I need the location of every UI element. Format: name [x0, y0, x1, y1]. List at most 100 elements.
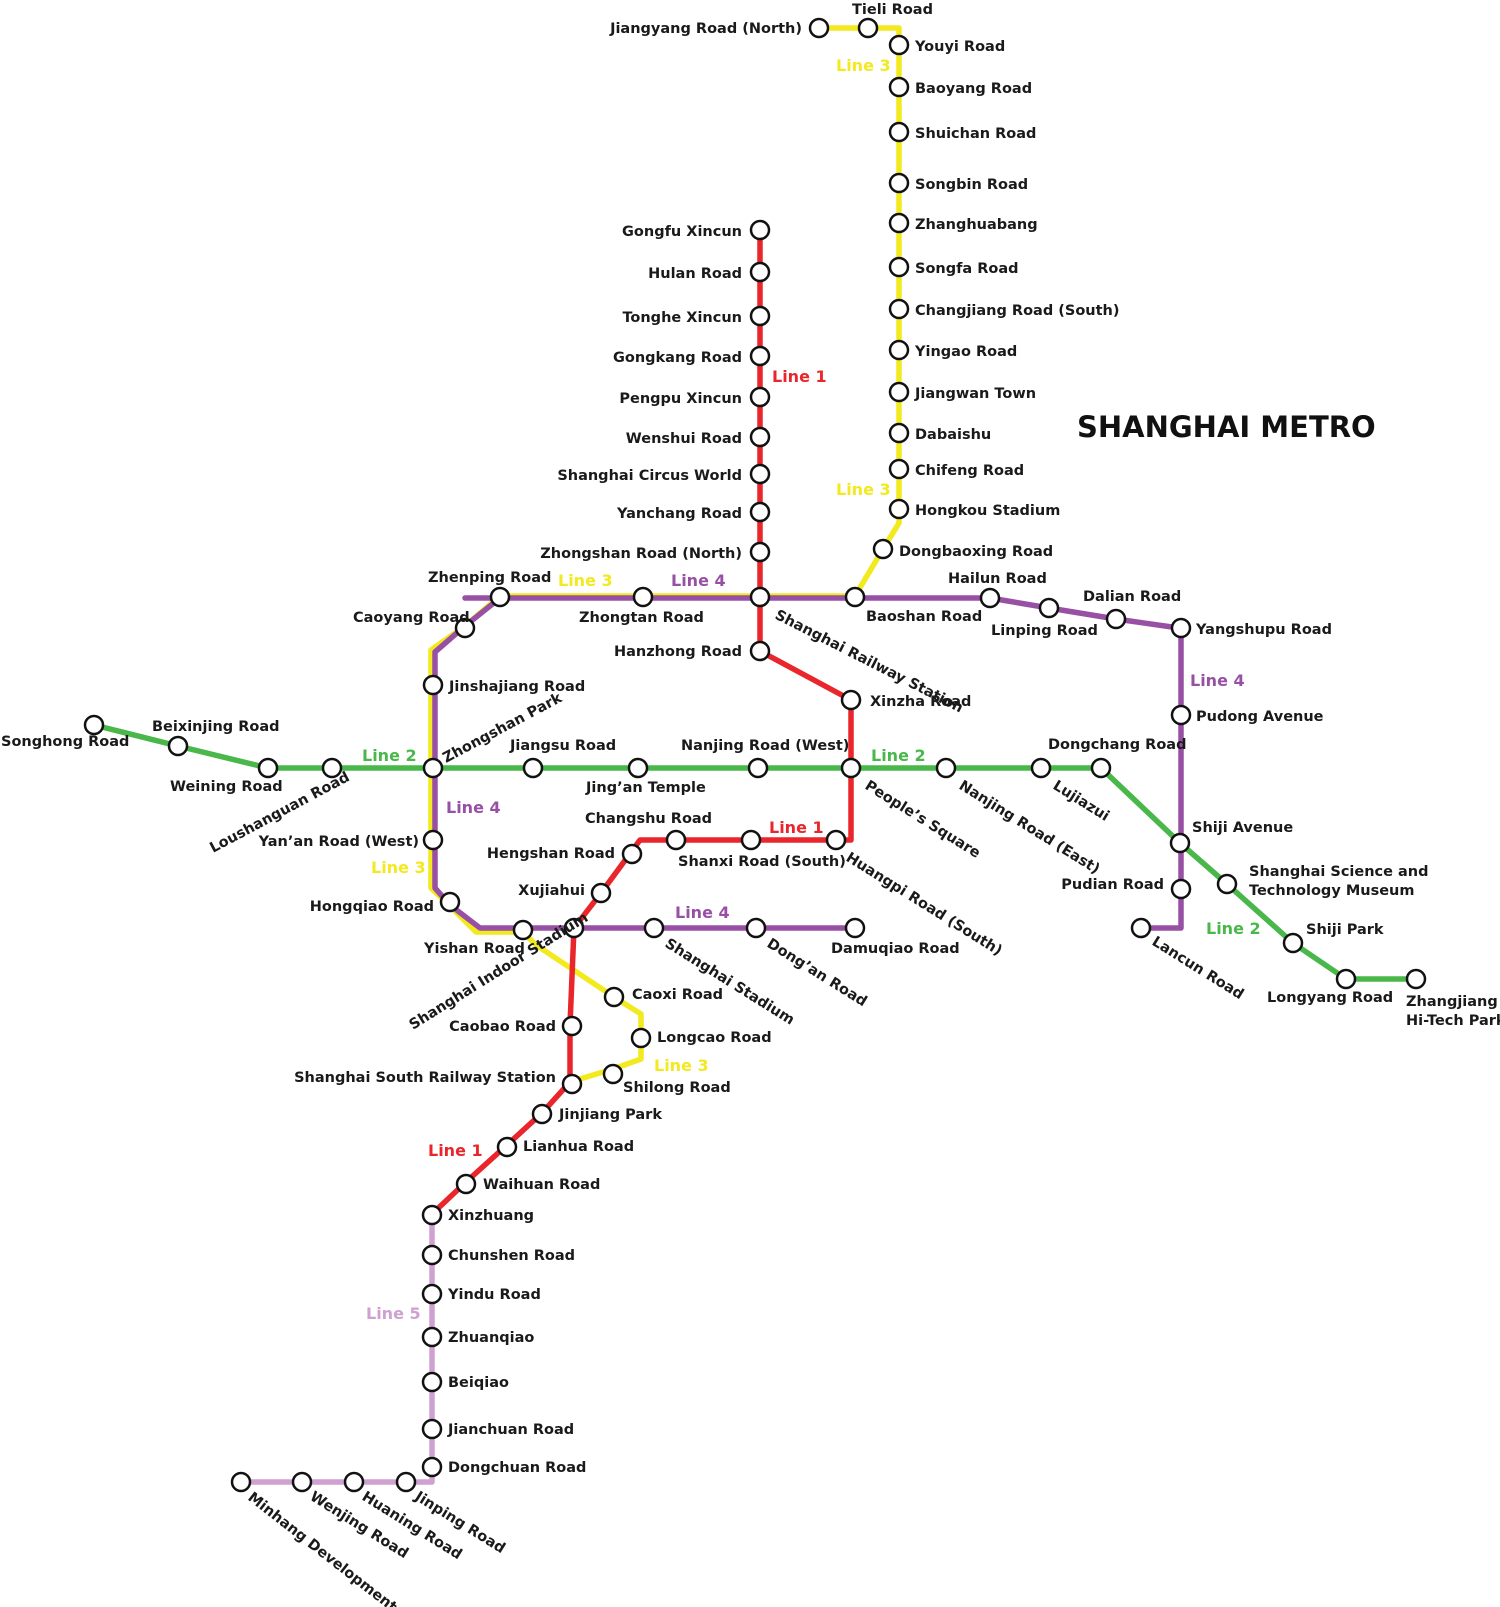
station-nanjing-road-west[interactable] [747, 757, 769, 779]
station-dongbaoxing-road[interactable] [872, 538, 894, 560]
station-peoples-square[interactable] [840, 757, 862, 779]
station-dabaishu[interactable] [888, 422, 910, 444]
line-4-label: Line 4 [675, 903, 730, 922]
label-yanchang-road: Yanchang Road [616, 506, 742, 522]
station-yangshupu-road[interactable] [1170, 617, 1192, 639]
station-yanan-road-west[interactable] [422, 829, 444, 851]
station-longyang-road[interactable] [1335, 968, 1357, 990]
station-jinping-road[interactable] [395, 1471, 417, 1493]
station-zhongshan-road-north[interactable] [749, 541, 771, 563]
station-chunshen-road[interactable] [421, 1244, 443, 1266]
station-tonghe-xincun[interactable] [749, 305, 771, 327]
station-youyi-road[interactable] [888, 34, 910, 56]
station-zhangjiang-hi-tech-park[interactable] [1405, 968, 1427, 990]
label-jiangsu-road: Jiangsu Road [509, 738, 616, 754]
station-shanghai-stadium[interactable] [643, 917, 665, 939]
station-zhenping-road[interactable] [489, 586, 511, 608]
label-caobao-road: Caobao Road [449, 1019, 556, 1035]
label-nanjing-road-west: Nanjing Road (West) [681, 738, 849, 754]
station-zhanghuabang[interactable] [888, 212, 910, 234]
station-huangpi-road-south[interactable] [825, 829, 847, 851]
label-dalian-road: Dalian Road [1083, 589, 1181, 605]
station-zhongtan-road[interactable] [632, 586, 654, 608]
station-caoxi-road[interactable] [603, 986, 625, 1008]
station-pudong-avenue[interactable] [1170, 704, 1192, 726]
station-beixinjing-road[interactable] [167, 735, 189, 757]
station-dalian-road[interactable] [1105, 608, 1127, 630]
station-hongkou-stadium[interactable] [888, 498, 910, 520]
station-changjiang-road-south[interactable] [888, 298, 910, 320]
station-lujiazui[interactable] [1030, 757, 1052, 779]
station-pudian-road[interactable] [1170, 878, 1192, 900]
label-zhongtan-road: Zhongtan Road [579, 610, 704, 626]
station-nanjing-road-east[interactable] [935, 757, 957, 779]
station-caobao-road[interactable] [561, 1015, 583, 1037]
station-changshu-road[interactable] [665, 829, 687, 851]
station-pengpu-xincun[interactable] [749, 386, 771, 408]
station-hailun-road[interactable] [979, 587, 1001, 609]
station-hanzhong-road[interactable] [749, 640, 771, 662]
station-gongkang-road[interactable] [749, 345, 771, 367]
station-lancun-road[interactable] [1130, 917, 1152, 939]
station-yishan-road[interactable] [512, 919, 534, 941]
station-chifeng-road[interactable] [888, 458, 910, 480]
station-jingan-temple[interactable] [627, 757, 649, 779]
station-jianchuan-road[interactable] [421, 1418, 443, 1440]
station-minhang-development-zone[interactable] [230, 1471, 252, 1493]
station-xujiahui[interactable] [590, 882, 612, 904]
station-weining-road[interactable] [257, 757, 279, 779]
station-wenshui-road[interactable] [749, 426, 771, 448]
station-waihuan-road[interactable] [455, 1173, 477, 1195]
station-shanghai-science-museum[interactable] [1216, 873, 1238, 895]
station-hengshan-road[interactable] [621, 843, 643, 865]
station-xinzha-road[interactable] [840, 689, 862, 711]
station-shilong-road[interactable] [602, 1063, 624, 1085]
station-jiangwan-town[interactable] [888, 381, 910, 403]
station-zhongshan-park[interactable] [422, 757, 444, 779]
station-huaning-road[interactable] [343, 1471, 365, 1493]
station-shanghai-circus-world[interactable] [749, 463, 771, 485]
station-shiji-park[interactable] [1282, 932, 1304, 954]
station-dongchang-road[interactable] [1090, 757, 1112, 779]
station-lianhua-road[interactable] [496, 1136, 518, 1158]
station-linping-road[interactable] [1038, 597, 1060, 619]
station-loushanguan-road[interactable] [321, 757, 343, 779]
station-shanxi-road-south[interactable] [740, 829, 762, 851]
station-dongchuan-road[interactable] [421, 1456, 443, 1478]
station-shuichan-road[interactable] [888, 121, 910, 143]
label-shanghai-south-railway-station: Shanghai South Railway Station [294, 1070, 556, 1086]
station-xinzhuang[interactable] [421, 1204, 443, 1226]
station-yanchang-road[interactable] [749, 501, 771, 523]
station-yindu-road[interactable] [421, 1283, 443, 1305]
station-songhong-road[interactable] [83, 714, 105, 736]
station-hulan-road[interactable] [749, 261, 771, 283]
station-zhuanqiao[interactable] [421, 1326, 443, 1348]
station-gongfu-xincun[interactable] [749, 219, 771, 241]
station-beiqiao[interactable] [421, 1371, 443, 1393]
station-yingao-road[interactable] [888, 339, 910, 361]
station-longcao-road[interactable] [630, 1027, 652, 1049]
label-lujiazui: Lujiazui [1050, 778, 1112, 825]
station-shanghai-indoor-stadium[interactable] [563, 917, 585, 939]
station-songfa-road[interactable] [888, 256, 910, 278]
station-songbin-road[interactable] [888, 172, 910, 194]
station-shanghai-south-railway-station[interactable] [561, 1073, 583, 1095]
station-damuqiao-road[interactable] [844, 917, 866, 939]
station-baoyang-road[interactable] [888, 76, 910, 98]
label-dongchuan-road: Dongchuan Road [448, 1460, 586, 1476]
station-tieli-road[interactable] [857, 17, 879, 39]
station-wenjing-road[interactable] [291, 1471, 313, 1493]
station-jinshajiang-road[interactable] [422, 674, 444, 696]
station-jiangyang-road-north[interactable] [808, 17, 830, 39]
label-shanghai-science-museum-2: Technology Museum [1249, 883, 1414, 899]
station-baoshan-road[interactable] [844, 586, 866, 608]
station-dongan-road[interactable] [745, 917, 767, 939]
station-caoyang-road[interactable] [454, 617, 476, 639]
station-shiji-avenue[interactable] [1169, 832, 1191, 854]
label-jingan-temple: Jing’an Temple [585, 780, 706, 796]
station-jiangsu-road[interactable] [522, 757, 544, 779]
station-shanghai-railway-station[interactable] [749, 586, 771, 608]
station-hongqiao-road[interactable] [439, 891, 461, 913]
station-jinjiang-park[interactable] [531, 1103, 553, 1125]
label-tieli-road: Tieli Road [852, 2, 933, 18]
